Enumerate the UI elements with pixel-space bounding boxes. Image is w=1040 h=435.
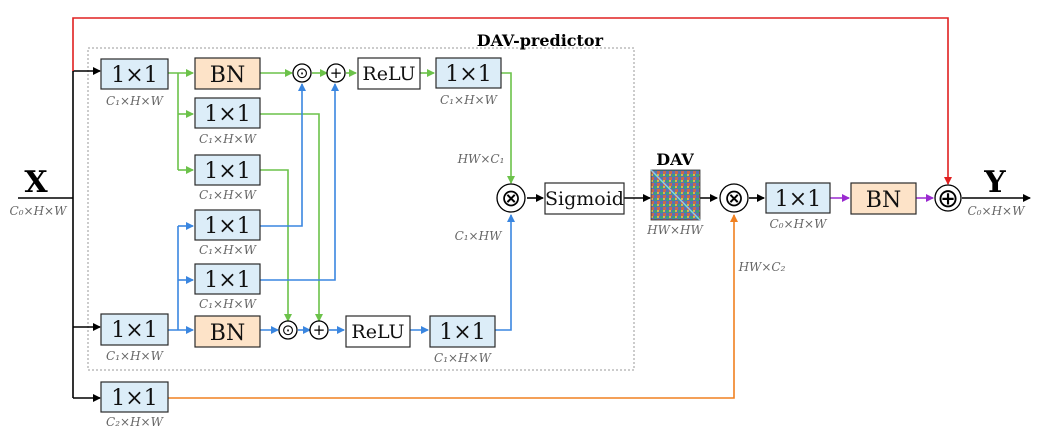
- bn-label: BN: [210, 321, 245, 346]
- op-symbol: ⊗: [501, 184, 521, 212]
- dim-label: C₂×H×W: [106, 415, 165, 429]
- dim-label: C₁×HW: [455, 229, 504, 243]
- green-cross-to-add-bottom: [260, 113, 323, 322]
- orange-value-path: [168, 214, 738, 399]
- conv-block-out: 1×1: [765, 182, 831, 214]
- dim-label: C₁×H×W: [199, 132, 258, 146]
- output-symbol: Y: [983, 165, 1006, 200]
- dim-label: HW×C₂: [738, 260, 786, 274]
- dim-label: C₁×H×W: [106, 349, 165, 363]
- conv-label: 1×1: [111, 318, 157, 343]
- conv-label: 1×1: [204, 214, 250, 239]
- blue-cross-to-add-top: [260, 83, 339, 281]
- sigmoid-block: Sigmoid: [544, 182, 625, 215]
- conv-label: 1×1: [204, 268, 250, 293]
- dim-label: C₁×H×W: [434, 351, 493, 365]
- input-dim: C₀×H×W: [10, 204, 69, 218]
- bn-block-top: BN: [194, 57, 261, 90]
- conv-block-2: 1×1: [194, 97, 261, 129]
- conv-block-5: 1×1: [194, 263, 261, 295]
- dim-label: HW×HW: [646, 223, 704, 237]
- dim-label: C₁×H×W: [199, 243, 258, 257]
- matmul-op-right: ⊗: [719, 183, 749, 213]
- conv-label: 1×1: [111, 63, 157, 88]
- dav-predictor-title: DAV-predictor: [477, 31, 604, 50]
- op-symbol: ⊙: [282, 321, 295, 339]
- conv-label: 1×1: [204, 159, 250, 184]
- relu-block-top: ReLU: [357, 57, 421, 90]
- add-op-bottom: +: [309, 320, 329, 340]
- dim-label: C₁×H×W: [199, 297, 258, 311]
- blue-cross-to-hadamard-top: [260, 83, 306, 227]
- output-dim: C₀×H×W: [968, 204, 1027, 218]
- conv-label: 1×1: [445, 62, 491, 87]
- green-cross-to-hadamard-bottom: [260, 169, 292, 322]
- relu-block-bottom: ReLU: [345, 315, 411, 348]
- dim-label: C₁×H×W: [440, 93, 499, 107]
- dav-matrix-image: [650, 169, 701, 221]
- op-symbol: ⊙: [296, 64, 309, 82]
- bn-block-bottom: BN: [194, 315, 261, 348]
- dav-title: DAV: [656, 150, 694, 169]
- conv-label: 1×1: [439, 320, 485, 345]
- hadamard-op-top: ⊙: [292, 63, 312, 83]
- dav-predictor-frame: [87, 47, 635, 371]
- conv-block-a: 1×1: [100, 58, 169, 90]
- sigmoid-label: Sigmoid: [545, 188, 624, 210]
- conv-label: 1×1: [204, 102, 250, 127]
- conv-block-3: 1×1: [194, 154, 261, 186]
- conv-block-4: 1×1: [194, 209, 261, 241]
- conv-label: 1×1: [111, 386, 157, 411]
- bn-label: BN: [866, 188, 901, 213]
- hadamard-op-bottom: ⊙: [278, 320, 298, 340]
- conv-block-c: 1×1: [100, 381, 169, 413]
- op-symbol: +: [330, 64, 343, 82]
- add-op-top: +: [326, 63, 346, 83]
- blue-to-matmul: [495, 214, 515, 331]
- dim-label: C₁×H×W: [106, 94, 165, 108]
- relu-label: ReLU: [351, 321, 404, 343]
- op-symbol: ⊕: [937, 184, 959, 214]
- op-symbol: ⊗: [724, 184, 744, 212]
- dim-label: C₁×H×W: [199, 188, 258, 202]
- residual-add-op: ⊕: [934, 184, 962, 214]
- bn-block-out: BN: [850, 182, 917, 215]
- conv-block-top-right: 1×1: [435, 57, 502, 89]
- op-symbol: +: [313, 321, 326, 339]
- conv-block-b: 1×1: [100, 313, 169, 346]
- input-symbol: X: [24, 165, 48, 200]
- conv-label: 1×1: [775, 187, 821, 212]
- residual-connection: [72, 17, 952, 185]
- dim-label: C₀×H×W: [770, 217, 829, 231]
- green-to-matmul: [501, 72, 515, 184]
- relu-label: ReLU: [362, 63, 415, 85]
- conv-block-bottom-right: 1×1: [429, 315, 496, 348]
- matmul-op-left: ⊗: [496, 183, 526, 213]
- bn-label: BN: [210, 63, 245, 88]
- dim-label: HW×C₁: [457, 152, 505, 166]
